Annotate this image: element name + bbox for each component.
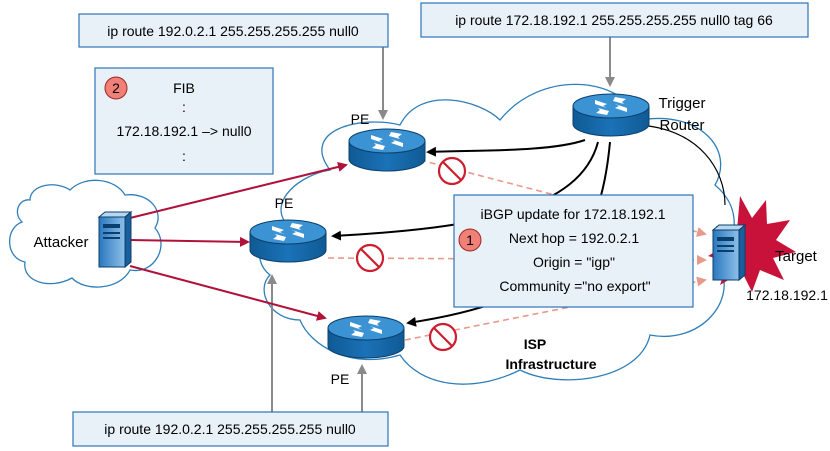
router-icon xyxy=(348,128,426,172)
bgp-next-hop: Next hop = 192.0.2.1 xyxy=(509,230,640,246)
bgp-link-trigger-target xyxy=(639,124,726,206)
pe-top-label: PE xyxy=(351,111,370,127)
badge-2 xyxy=(104,76,128,100)
no-entry-icon xyxy=(437,156,467,186)
router-icon xyxy=(249,219,327,263)
fib-dot-top: : xyxy=(182,99,186,115)
isp-label: ISP xyxy=(524,336,547,352)
attack-arrow-to-pe-middle xyxy=(129,236,250,247)
pe-middle-label: PE xyxy=(275,195,294,211)
config-box-top-left: ip route 192.0.2.1 255.255.255.255 null0 xyxy=(78,13,389,48)
no-entry-icon xyxy=(355,243,385,273)
bgp-arrow-to-pe-top xyxy=(426,139,586,157)
config-box-bottom: ip route 192.0.2.1 255.255.255.255 null0 xyxy=(72,411,389,447)
config-text-bottom: ip route 192.0.2.1 255.255.255.255 null0 xyxy=(104,421,356,437)
bgp-origin: Origin = "igp" xyxy=(533,254,615,270)
fib-title: FIB xyxy=(173,80,195,96)
trigger-router-label-line1: Trigger xyxy=(659,95,706,112)
attack-arrow-to-pe-low xyxy=(129,265,327,321)
fib-dot-bottom: : xyxy=(182,148,186,164)
no-entry-icon xyxy=(428,322,458,352)
badge-1 xyxy=(458,228,482,252)
target-label: Target xyxy=(775,248,818,265)
target-ip-label: 172.18.192.1 xyxy=(746,287,828,303)
bgp-community: Community ="no export" xyxy=(499,278,650,294)
infrastructure-label: Infrastructure xyxy=(505,356,596,372)
config-box-top-right: ip route 172.18.192.1 255.255.255.255 nu… xyxy=(420,2,809,38)
config-text-top-left: ip route 192.0.2.1 255.255.255.255 null0 xyxy=(107,23,359,39)
bgp-title: iBGP update for 172.18.192.1 xyxy=(481,206,666,222)
router-icon xyxy=(572,93,650,137)
fib-box: 2 FIB : 172.18.192.1 –> null0 : xyxy=(94,67,274,175)
badge-1-number: 1 xyxy=(466,232,474,248)
config-text-top-right: ip route 172.18.192.1 255.255.255.255 nu… xyxy=(455,12,773,28)
attack-arrow-to-pe-top xyxy=(129,162,348,219)
badge-2-number: 2 xyxy=(112,80,120,96)
server-icon xyxy=(712,224,746,281)
server-icon xyxy=(98,211,132,268)
bgp-update-box: 1 iBGP update for 172.18.192.1 Next hop … xyxy=(453,194,694,308)
trigger-router-label-line2: Router xyxy=(659,117,704,134)
attacker-label: Attacker xyxy=(33,234,88,251)
fib-entry: 172.18.192.1 –> null0 xyxy=(116,123,251,139)
router-icon xyxy=(327,315,405,359)
pe-low-label: PE xyxy=(331,371,350,387)
